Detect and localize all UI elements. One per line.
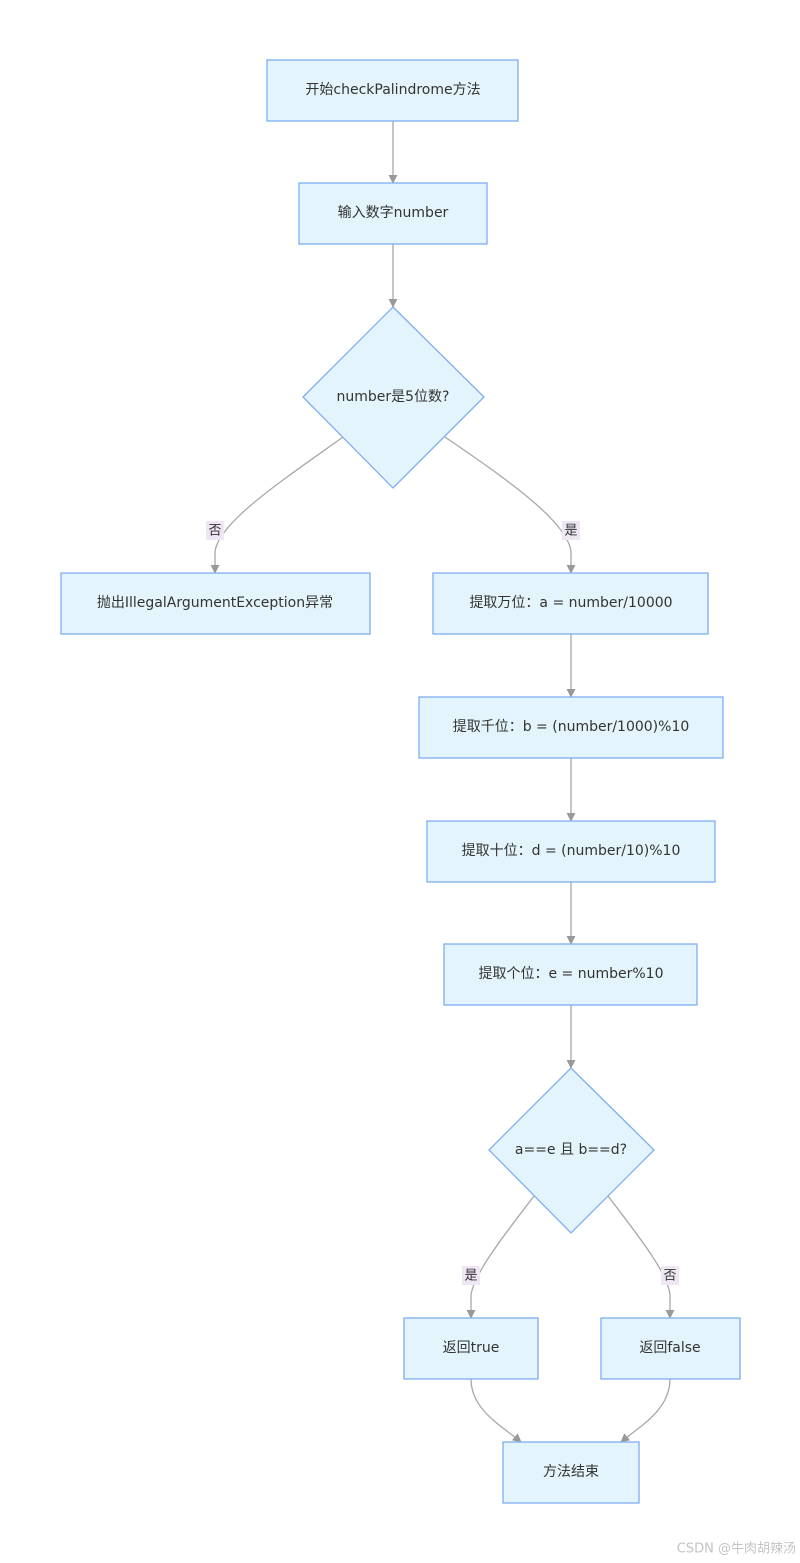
edge-check-no-to-exception [210,436,344,574]
node-input: 输入数字number [298,182,488,245]
node-box [600,1317,741,1380]
node-return-false: 返回false [600,1317,741,1380]
node-box [426,820,716,883]
edge-label-bg [661,1266,679,1285]
node-end: 方法结束 [502,1441,640,1504]
edge-label-bg [206,521,224,540]
decision-diamond [302,306,485,489]
decision-diamond [488,1067,655,1234]
node-label: 返回true [443,1340,500,1356]
edge-label-text: 是 [464,1269,477,1284]
node-label: 提取十位：d = (number/10)%10 [462,843,681,859]
node-start: 开始checkPalindrome方法 [266,59,519,122]
node-label: 提取万位：a = number/10000 [469,595,672,611]
node-box [432,572,709,635]
nodes: 开始checkPalindrome方法 输入数字number number是5位… [60,59,741,1504]
edge-label-text: 是 [564,524,577,539]
node-extract-ten-thousands: 提取万位：a = number/10000 [432,572,709,635]
node-box [443,943,698,1006]
node-check-five-digits: number是5位数? [302,306,485,489]
node-box [60,572,371,635]
edges [210,121,675,1443]
edge-label-bg [462,1266,480,1285]
edge-equal-no-to-false [607,1195,675,1319]
edge-label-text: 否 [208,524,221,539]
node-return-true: 返回true [403,1317,539,1380]
node-label: 方法结束 [543,1464,599,1480]
edge-label-equal-no: 否 [661,1266,679,1285]
node-label: 开始checkPalindrome方法 [305,82,480,98]
node-box [266,59,519,122]
node-label: 输入数字number [338,205,449,221]
edge-label-text: 否 [663,1269,676,1284]
node-box [418,696,724,759]
edge-label-five-digits-no: 否 [206,521,224,540]
edge-check-yes-to-ten-thousands [444,436,576,574]
edge-equal-yes-to-true [466,1195,535,1319]
node-label: 提取个位：e = number%10 [478,966,663,982]
node-throw-exception: 抛出IllegalArgumentException异常 [60,572,371,635]
node-extract-ones: 提取个位：e = number%10 [443,943,698,1006]
node-label: 提取千位：b = (number/1000)%10 [453,719,690,735]
node-check-equal: a==e 且 b==d? [488,1067,655,1234]
edge-label-equal-yes: 是 [462,1266,480,1285]
node-label: 返回false [639,1340,700,1356]
edge-true-to-end [470,1378,522,1443]
node-extract-tens: 提取十位：d = (number/10)%10 [426,820,716,883]
node-label: number是5位数? [337,389,450,405]
edge-labels: 否 是 是 否 [206,521,679,1285]
node-label: 抛出IllegalArgumentException异常 [97,595,333,611]
node-box [298,182,488,245]
edge-label-five-digits-yes: 是 [562,521,580,540]
node-extract-thousands: 提取千位：b = (number/1000)%10 [418,696,724,759]
watermark: CSDN @牛肉胡辣汤 [677,1542,796,1557]
node-box [403,1317,539,1380]
node-label: a==e 且 b==d? [515,1142,627,1158]
node-box [502,1441,640,1504]
edge-label-bg [562,521,580,540]
edge-false-to-end [620,1378,671,1443]
